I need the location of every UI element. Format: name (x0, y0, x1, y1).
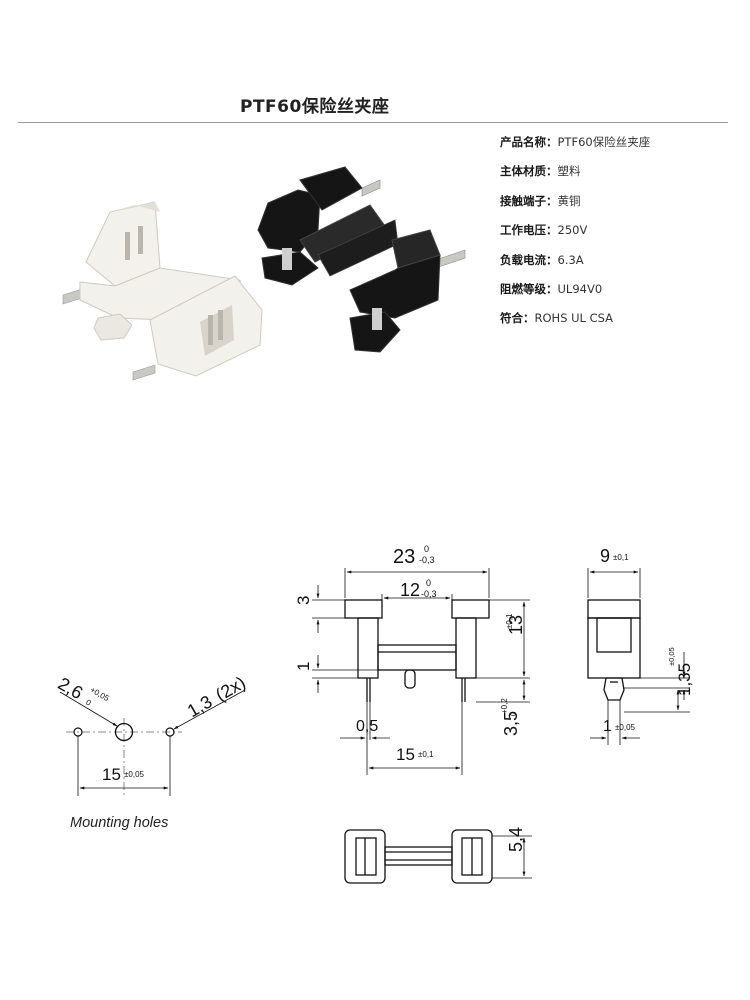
front-view-drawing (344, 599, 490, 702)
spec-value: 塑料 (557, 164, 581, 179)
dim-hole-pitch-15: 15 (102, 765, 121, 784)
mounting-holes-caption: Mounting holes (70, 815, 169, 831)
spec-label: 接触端子： (500, 193, 558, 208)
top-view-drawing (344, 829, 493, 884)
spec-label: 工作电压： (500, 223, 558, 238)
top-view-dimension-lines (492, 835, 532, 879)
dim-tol: ±0,1 (505, 613, 514, 629)
spec-row: 阻燃等级：UL94V0 (500, 281, 650, 310)
dim-dia-2-6: 2,6 (55, 673, 87, 703)
mounting-holes-drawing (59, 689, 246, 796)
dim-hole-count: (2x) (212, 672, 249, 705)
spec-value: 6.3A (557, 252, 584, 267)
dim-tol: ±0,05 (124, 770, 145, 779)
spec-value: PTF60保险丝夹座 (557, 135, 651, 149)
dim-pin-3-5: 3,5 (501, 711, 521, 736)
spec-label: 阻燃等级： (500, 281, 558, 296)
dim-tol: ±0,05 (615, 723, 636, 732)
title-divider (18, 122, 728, 123)
spec-row: 负载电流：6.3A (500, 252, 650, 281)
dim-tol-bot: -0,3 (419, 555, 435, 565)
holder-body (257, 189, 321, 253)
spec-row: 工作电压：250V (500, 222, 650, 251)
dim-tol-top: 0 (426, 578, 431, 588)
dim-width-23: 23 (393, 546, 415, 568)
dim-tol-bot: 0 (509, 711, 518, 716)
dim-tol-bot: -0,3 (421, 589, 437, 599)
dim-width-9: 9 (600, 546, 610, 566)
dim-1-35: 1,35 (675, 663, 694, 696)
dim-0-5: 0,5 (356, 718, 378, 735)
mounting-holes-labels: 2,6 +0,05 0 1,3 (2x) 15 ±0,05 (55, 672, 249, 784)
holder-body (85, 201, 161, 287)
dim-dia-1-3: 1,3 (184, 691, 216, 721)
side-view-dimension-lines (587, 568, 690, 745)
dim-tol: ±0,1 (613, 553, 629, 562)
dim-tol-top: +0,2 (500, 698, 509, 714)
front-view-dimension-lines (312, 568, 530, 775)
white-fuse-holder-image (62, 201, 263, 381)
spec-value: 黄铜 (557, 193, 581, 208)
spec-label: 主体材质： (500, 164, 558, 179)
dim-3: 3 (294, 596, 313, 605)
spec-row: 接触端子：黄铜 (500, 193, 650, 222)
side-view-drawing (587, 599, 641, 701)
spec-label: 符合： (500, 311, 535, 326)
spec-label: 负载电流： (500, 252, 558, 267)
spec-row: 产品名称：PTF60保险丝夹座 (500, 134, 650, 163)
dim-pitch-15: 15 (396, 745, 415, 764)
dim-tol-top: 0 (424, 544, 429, 554)
dim-pin-1: 1 (603, 718, 612, 735)
dim-width-12: 12 (400, 580, 420, 600)
dim-tol: ±0,1 (418, 750, 434, 759)
dim-tol-bot: 0 (84, 698, 93, 708)
spec-label: 产品名称： (500, 135, 558, 149)
dim-width-5-4: 5,4 (506, 827, 526, 852)
dim-tol: ±0,05 (667, 647, 676, 666)
spec-value: 250V (557, 223, 588, 238)
page-title: PTF60保险丝夹座 (240, 97, 390, 117)
spec-value: ROHS UL CSA (534, 311, 614, 326)
spec-row: 主体材质：塑料 (500, 163, 650, 192)
side-view-labels: 9 ±0,1 ±0,05 1,35 1 ±0,05 (600, 546, 694, 735)
dim-1: 1 (294, 662, 313, 671)
front-view-labels: 23 0 -0,3 12 0 -0,3 3 1 13 ±0,1 3,5 +0,2… (294, 544, 526, 764)
dim-height-13: 13 (506, 615, 526, 635)
black-fuse-holder-image (257, 166, 466, 353)
spec-value: UL94V0 (557, 281, 603, 296)
spec-row: 符合：ROHS UL CSA (500, 310, 650, 339)
spec-list: 产品名称：PTF60保险丝夹座 主体材质：塑料 接触端子：黄铜 工作电压：250… (500, 134, 650, 340)
